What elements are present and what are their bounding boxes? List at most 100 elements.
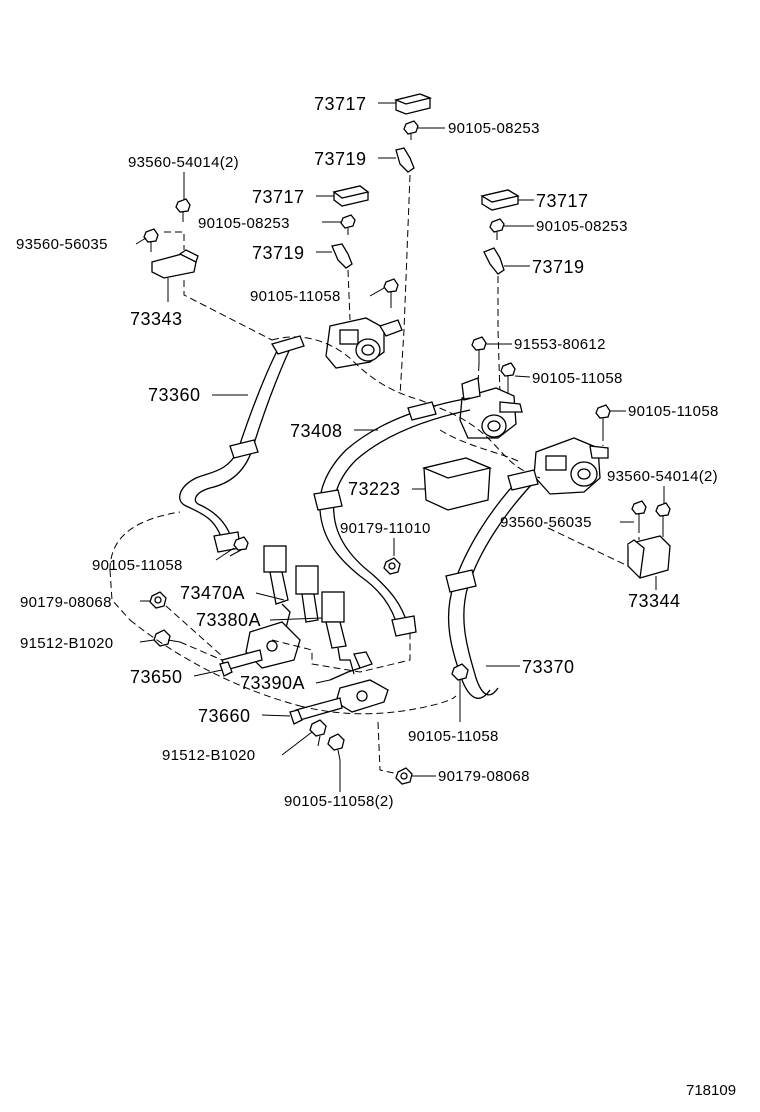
figure-number: 718109 [686, 1082, 736, 1099]
label-73360[interactable]: 73360 [148, 385, 201, 405]
cushion-outline-c [271, 630, 411, 673]
label-90105-11058-a[interactable]: 90105-11058 [250, 288, 341, 305]
label-73344[interactable]: 73344 [628, 591, 681, 611]
bolt-90105-11058-d[interactable] [229, 536, 249, 557]
leader-91512-B1020-b [281, 731, 313, 756]
buckle-73380A[interactable] [321, 591, 355, 675]
screw-93560-56035-right[interactable] [631, 500, 647, 526]
clip-73719-top[interactable] [395, 147, 415, 173]
label-93560-54014-right[interactable]: 93560-54014(2) [607, 468, 718, 485]
nut-90179-11010[interactable] [383, 557, 401, 575]
label-90105-11058-e[interactable]: 90105-11058 [408, 728, 499, 745]
screw-93560-56035-left[interactable] [143, 228, 159, 252]
leader-91512-B1020-a [139, 639, 155, 643]
guide-line-90179-left [165, 605, 223, 657]
label-73380A[interactable]: 73380A [196, 610, 261, 630]
bolt-90105-08253-left[interactable] [340, 214, 356, 235]
label-90105-11058-b[interactable]: 90105-11058 [532, 370, 623, 387]
label-73719-top[interactable]: 73719 [314, 149, 367, 169]
label-73223[interactable]: 73223 [348, 479, 401, 499]
bolt-90105-11058-a[interactable] [383, 278, 399, 308]
label-93560-54014-left[interactable]: 93560-54014(2) [128, 154, 239, 171]
label-73717-right[interactable]: 73717 [536, 191, 589, 211]
label-73717-left[interactable]: 73717 [252, 187, 305, 207]
bolt-90105-08253-right[interactable] [489, 218, 505, 240]
label-90105-11058-2[interactable]: 90105-11058(2) [284, 793, 394, 810]
guide-line-73343-b [183, 280, 273, 341]
bolt-90105-11058-e[interactable] [451, 663, 469, 690]
screw-93560-54014-right[interactable] [655, 502, 671, 530]
bolt-90105-11058-2[interactable] [327, 733, 345, 761]
bolt-91553-80612[interactable] [471, 336, 487, 364]
label-91512-B1020-a[interactable]: 91512-B1020 [20, 635, 113, 652]
leader-90105-11058-a [369, 287, 385, 297]
buckle-73470A[interactable] [263, 545, 319, 637]
leader-73660 [261, 714, 291, 717]
bolt-90105-11058-c[interactable] [595, 404, 611, 434]
label-91512-B1020-b[interactable]: 91512-B1020 [162, 747, 255, 764]
label-90179-11010[interactable]: 90179-11010 [340, 520, 431, 537]
cover-73717-top[interactable] [393, 93, 433, 115]
label-90105-08253-right[interactable]: 90105-08253 [536, 218, 628, 235]
screw-93560-54014-left[interactable] [175, 198, 191, 222]
bracket-73343[interactable] [151, 249, 199, 279]
guide-line-left-clip [347, 269, 351, 321]
label-90105-11058-d[interactable]: 90105-11058 [92, 557, 183, 574]
clip-73719-right[interactable] [483, 247, 505, 275]
bolt-90105-11058-b[interactable] [500, 362, 516, 394]
bolt-91512-B1020-b[interactable] [309, 719, 327, 747]
bolt-90105-08253-top[interactable] [403, 120, 419, 140]
label-93560-56035-right[interactable]: 93560-56035 [500, 514, 592, 531]
seat-back-outline [271, 336, 541, 479]
cushion-outline-d [129, 619, 301, 707]
cover-73717-left[interactable] [332, 185, 370, 207]
anchor-plate-73650[interactable] [219, 621, 301, 677]
guide-line-90179-right [377, 721, 399, 775]
label-73719-right[interactable]: 73719 [532, 257, 585, 277]
cover-73717-right[interactable] [480, 189, 520, 211]
seat-cushion-outline-b [109, 569, 131, 621]
label-73390A[interactable]: 73390A [240, 673, 305, 693]
label-73343[interactable]: 73343 [130, 309, 183, 329]
label-73370[interactable]: 73370 [522, 657, 575, 677]
label-90105-11058-c[interactable]: 90105-11058 [628, 403, 719, 420]
guide-line-73343-a [164, 231, 185, 250]
leader-90105-11058-b [514, 375, 531, 378]
nut-90179-08068-right[interactable] [395, 767, 413, 785]
cushion-outline-e [299, 695, 457, 715]
tray-73223[interactable] [421, 457, 493, 511]
retractor-center-upper[interactable] [325, 317, 403, 369]
anchor-plate-73660[interactable] [289, 679, 389, 725]
seat-back-outline-b [439, 429, 521, 463]
retractor-far-right[interactable] [533, 437, 609, 495]
buckle-73390A[interactable] [329, 651, 373, 681]
label-90105-08253-left[interactable]: 90105-08253 [198, 215, 290, 232]
label-90105-08253-top[interactable]: 90105-08253 [448, 120, 540, 137]
retractor-right-upper[interactable] [459, 377, 523, 439]
belt-73360[interactable] [179, 335, 305, 553]
guide-line-73344-b [547, 527, 629, 567]
label-73650[interactable]: 73650 [130, 667, 183, 687]
nut-90179-08068-left[interactable] [149, 591, 167, 609]
label-73719-left[interactable]: 73719 [252, 243, 305, 263]
label-93560-56035-left[interactable]: 93560-56035 [16, 236, 108, 253]
guide-line-right-clip [497, 276, 501, 396]
label-73470A[interactable]: 73470A [180, 583, 245, 603]
bolt-91512-B1020-a[interactable] [153, 629, 181, 647]
leader-73470A [255, 592, 285, 601]
label-73660[interactable]: 73660 [198, 706, 251, 726]
guide-line-top [399, 174, 411, 396]
leader-93560-56035-left [135, 237, 147, 245]
label-73408[interactable]: 73408 [290, 421, 343, 441]
label-91553-80612[interactable]: 91553-80612 [514, 336, 606, 353]
label-90179-08068-left[interactable]: 90179-08068 [20, 594, 112, 611]
belt-73370[interactable] [445, 469, 539, 699]
leader-73380A [269, 617, 323, 621]
leader-73390A [315, 679, 331, 684]
bracket-73344[interactable] [627, 535, 671, 579]
belt-73408[interactable] [313, 397, 471, 637]
clip-73719-left[interactable] [331, 243, 353, 269]
label-73717-top[interactable]: 73717 [314, 94, 367, 114]
label-90179-08068-right[interactable]: 90179-08068 [438, 768, 530, 785]
